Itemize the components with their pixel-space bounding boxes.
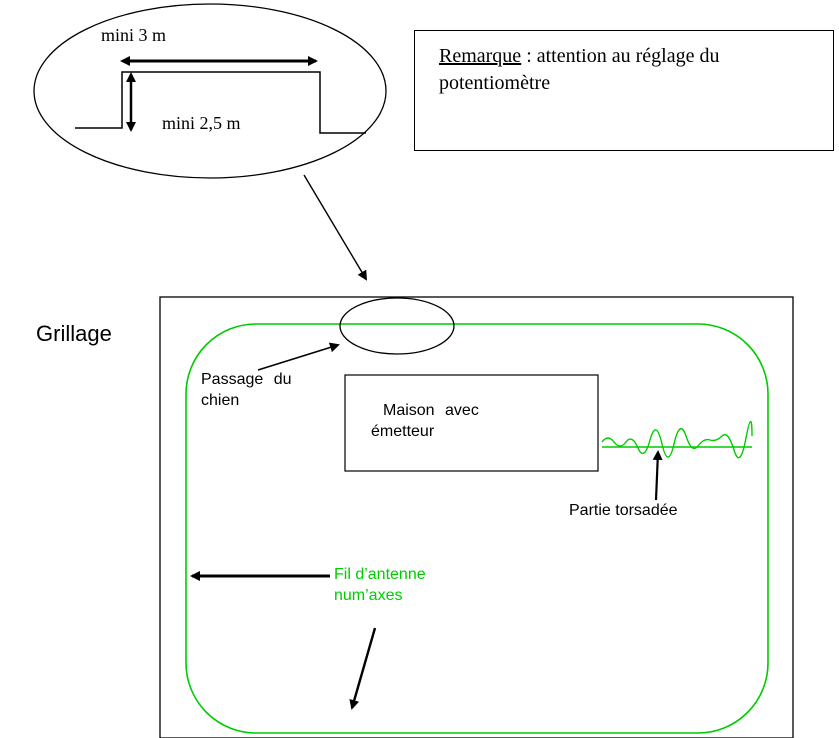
remark-text: Remarque : attention au réglage du poten… [439,43,824,97]
fence-rectangle [159,296,794,738]
antenna-label-line1: Fil d’antenne [334,566,426,583]
width-label: mini 3 m [101,25,167,45]
dog-passage-arrow [257,342,340,371]
fence-label: Grillage [36,321,112,346]
twisted-wire [601,420,753,459]
dog-passage-label-line1: Passage du [201,371,292,388]
dog-passage-ellipse [339,297,455,355]
twisted-part-label: Partie torsadée [569,502,678,519]
passage-profile [75,71,366,134]
twisted-part-arrow [652,450,663,501]
remark-body: attention au réglage du potentiomètre [439,45,720,94]
remark-box: Remarque : attention au réglage du poten… [414,30,834,151]
antenna-bottom-arrow [349,627,377,710]
detail-ellipse [33,3,387,179]
house-label-line1: Maison avec [383,402,479,419]
antenna-label-line2: num’axes [334,587,403,604]
remark-title: Remarque [439,45,522,67]
detail-connector-arrow [303,174,368,281]
height-label: mini 2,5 m [162,113,241,133]
dog-passage-label-line2: chien [201,392,240,409]
house-label-line2: émetteur [371,423,435,440]
house-rectangle [344,374,599,472]
antenna-loop [185,323,769,734]
remark-separator: : [521,45,537,67]
